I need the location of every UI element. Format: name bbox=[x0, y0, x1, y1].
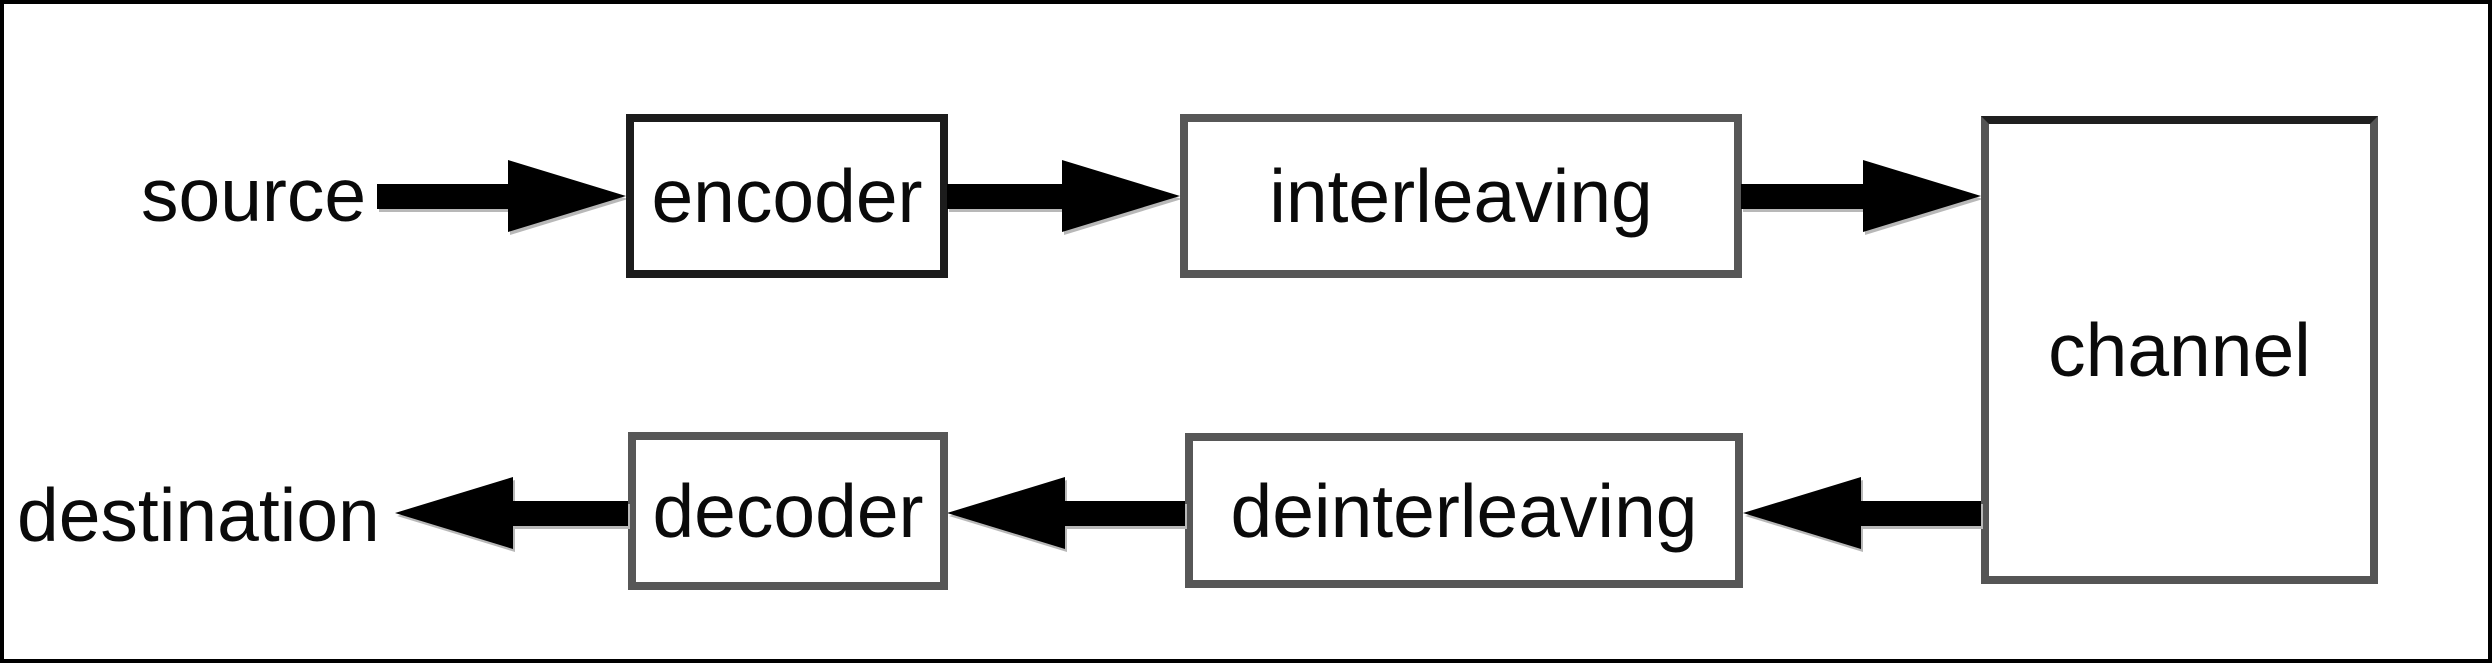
node-box-decoder: decoder bbox=[628, 432, 948, 590]
arrow-deinterleaving-to-decoder bbox=[947, 477, 1185, 549]
node-label-source: source bbox=[141, 153, 367, 237]
arrowhead-left-icon bbox=[947, 477, 1065, 549]
node-label-channel: channel bbox=[2048, 308, 2311, 392]
arrow-shaft bbox=[513, 500, 628, 526]
arrow-shaft bbox=[1741, 183, 1863, 209]
node-box-deinterleaving: deinterleaving bbox=[1185, 433, 1743, 588]
arrow-shaft bbox=[377, 183, 508, 209]
arrow-shaft bbox=[1861, 500, 1981, 526]
arrowhead-right-icon bbox=[1062, 160, 1180, 232]
arrow-decoder-to-destination bbox=[395, 477, 628, 549]
node-box-interleaving: interleaving bbox=[1180, 114, 1742, 278]
arrow-encoder-to-interleaving bbox=[947, 160, 1180, 232]
arrowhead-left-icon bbox=[395, 477, 513, 549]
arrow-shaft bbox=[1065, 500, 1185, 526]
node-label-deinterleaving: deinterleaving bbox=[1230, 468, 1698, 553]
arrowhead-right-icon bbox=[508, 160, 626, 232]
node-label-decoder: decoder bbox=[652, 469, 924, 553]
arrowhead-right-icon bbox=[1863, 160, 1981, 232]
arrow-interleaving-to-channel bbox=[1741, 160, 1981, 232]
node-label-destination: destination bbox=[17, 473, 380, 557]
arrowhead-left-icon bbox=[1743, 477, 1861, 549]
arrow-source-to-encoder bbox=[377, 160, 626, 232]
arrow-shaft bbox=[947, 183, 1062, 209]
node-box-channel: channel bbox=[1981, 116, 2378, 584]
node-label-interleaving: interleaving bbox=[1269, 154, 1653, 238]
arrow-channel-to-deinterleaving bbox=[1743, 477, 1981, 549]
node-box-encoder: encoder bbox=[626, 114, 948, 278]
node-label-encoder: encoder bbox=[651, 154, 923, 238]
